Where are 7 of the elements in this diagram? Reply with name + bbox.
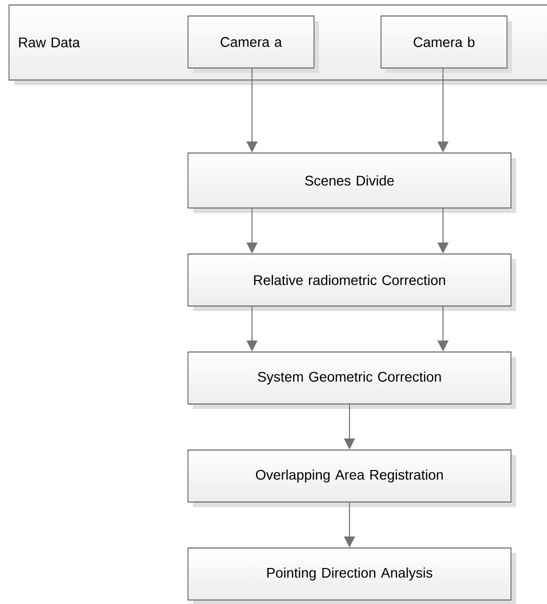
process-box: Overlapping Area Registration <box>188 450 516 507</box>
process-box: Relative radiometric Correction <box>188 254 516 311</box>
process-box: System Geometric Correction <box>188 352 516 409</box>
process-box: Camera b <box>380 16 512 73</box>
process-box: Pointing Direction Analysis <box>188 548 516 604</box>
process-box: Scenes Divide <box>188 152 516 213</box>
process-box: Camera a <box>188 16 319 73</box>
